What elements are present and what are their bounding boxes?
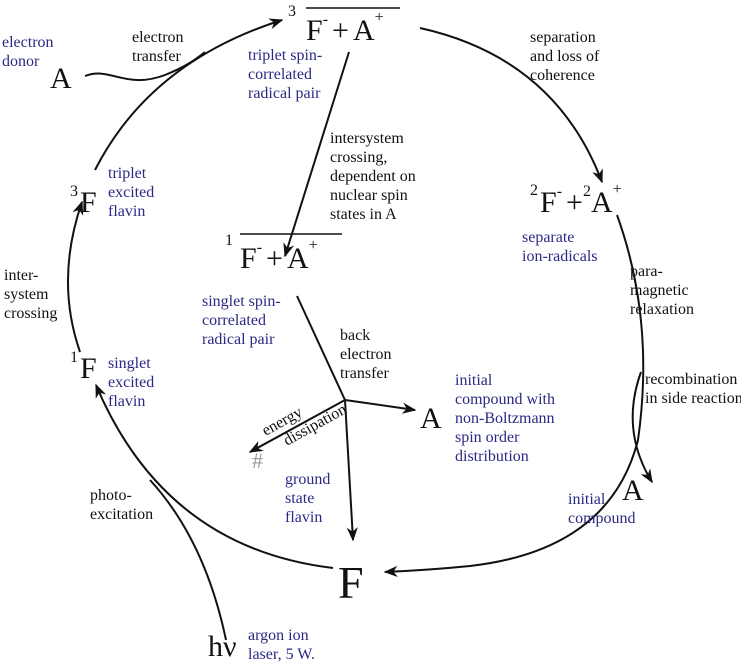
arrow-recombination [631, 371, 653, 484]
back-electron-transfer-line [296, 295, 346, 401]
arrow-triplet-flavin-to-triplet-pair [94, 18, 284, 171]
initial-a-right: A [622, 474, 644, 507]
singlet-flavin: 1F [70, 349, 97, 385]
arrows [67, 7, 653, 641]
arrow-relaxation-to-ground [383, 214, 645, 578]
separate-ion-radicals: 2F-+2A+ [530, 181, 622, 219]
heat-symbol: # [252, 448, 263, 473]
arrow-energy-dissipation [248, 399, 346, 453]
arrow-to-ground-flavin [344, 399, 358, 542]
label-photoexcitation: photo-excitation [90, 487, 153, 523]
ground-flavin: F [338, 557, 364, 608]
donor-squiggle [84, 51, 206, 81]
arrow-to-initial-a [344, 399, 417, 414]
arrow-intersystem-crossing-left [67, 200, 84, 353]
arrow-separation [419, 27, 603, 184]
singlet-radical-pair: 1 F-+A+ [225, 232, 318, 275]
label-energy-dissipation: energydissipation [259, 384, 349, 456]
arrow-intersystem-crossing-pair [283, 51, 350, 258]
arrow-photoexcitation [95, 383, 334, 569]
triplet-radical-pair: 3 F-+A+ [288, 3, 384, 47]
initial-a-mid: A [420, 402, 442, 435]
photon-line [149, 479, 227, 641]
electron-donor-a: A [50, 62, 72, 95]
triplet-flavin: 3F [70, 183, 97, 219]
photon: hν [208, 630, 237, 663]
